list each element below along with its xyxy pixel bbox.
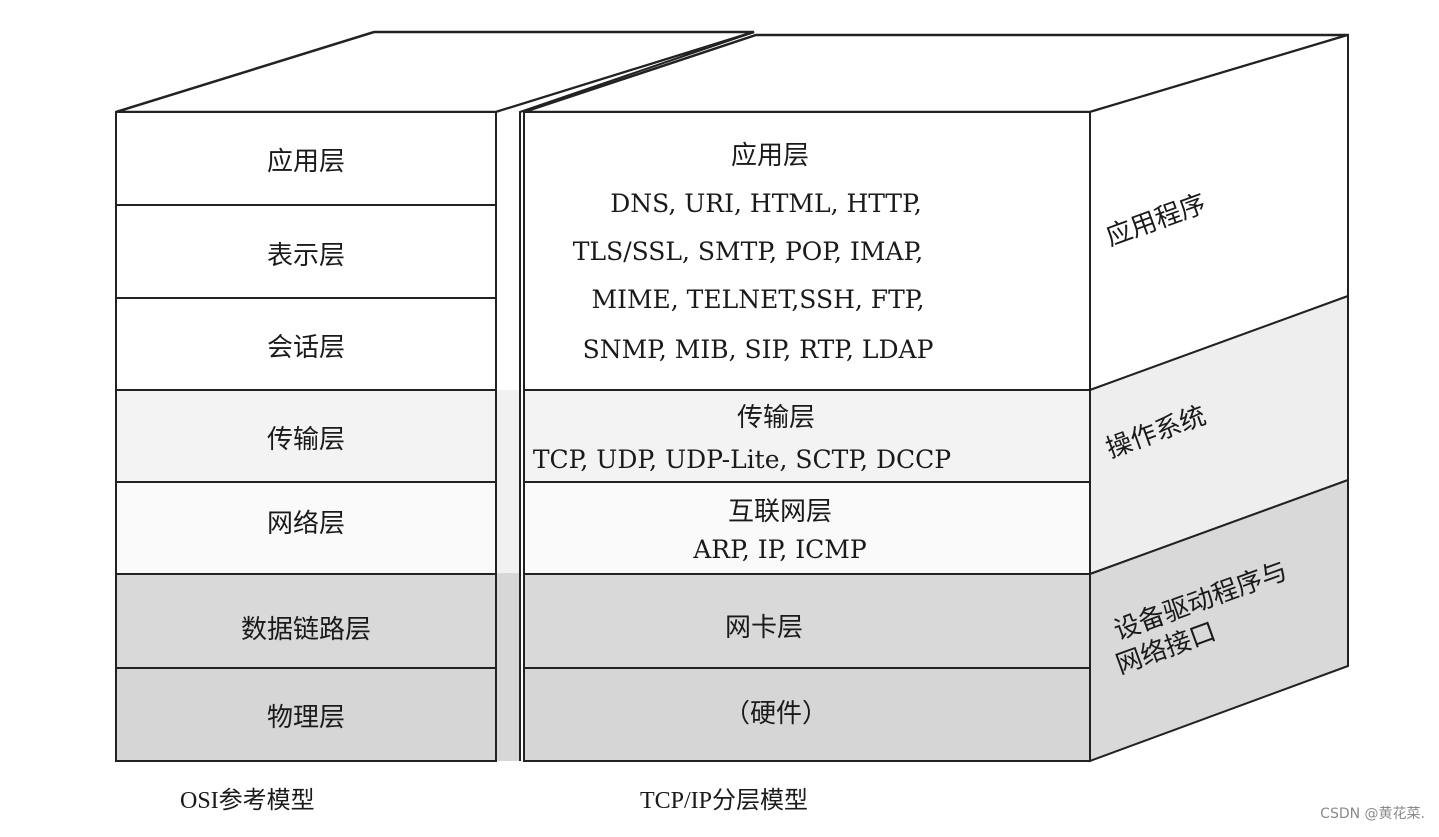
tcpip-layer-transport-box: [523, 389, 1091, 483]
tcpip-layer-title: 传输层: [737, 403, 815, 433]
osi-layer-session-box: [115, 297, 497, 391]
tcpip-layer-title: （硬件）: [724, 699, 828, 729]
tcpip-protocol-line: ARP, IP, ICMP: [692, 535, 866, 564]
osi-layer-label: 物理层: [267, 703, 345, 733]
osi-side-face-lower: [496, 573, 520, 761]
osi-layer-label: 表示层: [267, 241, 345, 271]
tcpip-layer-nic-box: [523, 573, 1091, 669]
tcpip-layer-title: 应用层: [731, 141, 809, 171]
tcpip-layer-title: 互联网层: [728, 497, 832, 527]
osi-side-face-mid: [496, 390, 520, 575]
tcpip-protocol-line: MIME, TELNET,SSH, FTP,: [591, 285, 924, 314]
watermark: CSDN @黄花菜.: [1320, 806, 1425, 822]
tcpip-protocol-line: TCP, UDP, UDP-Lite, SCTP, DCCP: [533, 445, 951, 474]
osi-layer-label: 数据链路层: [241, 615, 371, 645]
osi-layer-datalink-box: [115, 573, 497, 669]
osi-layer-application-box: [115, 111, 497, 206]
osi-layer-physical-box: [115, 667, 497, 762]
tcpip-protocol-line: DNS, URI, HTML, HTTP,: [610, 189, 922, 218]
osi-layer-transport-box: [115, 389, 497, 483]
tcpip-layer-application-box: [523, 111, 1091, 391]
osi-layer-network-box: [115, 481, 497, 575]
tcpip-protocol-line: SNMP, MIB, SIP, RTP, LDAP: [583, 335, 934, 364]
osi-caption: OSI参考模型: [180, 788, 315, 814]
tcpip-layer-internet-box: [523, 481, 1091, 575]
osi-layer-label: 传输层: [267, 425, 345, 455]
tcpip-caption: TCP/IP分层模型: [640, 788, 809, 814]
tcpip-layer-hardware-box: [523, 667, 1091, 762]
osi-layer-label: 应用层: [267, 147, 345, 177]
osi-layer-label: 会话层: [267, 333, 345, 363]
osi-layer-label: 网络层: [267, 509, 345, 539]
tcpip-layer-title: 网卡层: [725, 613, 803, 643]
tcpip-protocol-line: TLS/SSL, SMTP, POP, IMAP,: [573, 237, 923, 266]
